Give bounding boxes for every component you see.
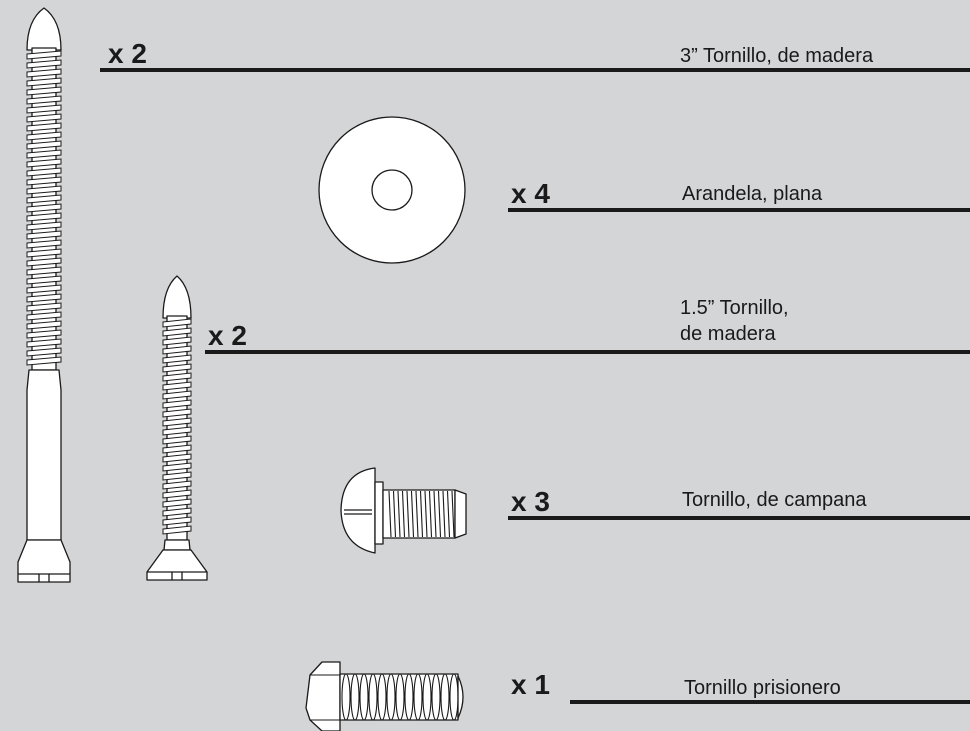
leader-line-wood-screw-1-5in [205,350,970,354]
leader-line-set-screw [570,700,970,704]
label-wood-screw-1-5in-line2: de madera [680,323,776,345]
set-screw-illustration [305,661,464,731]
label-wood-screw-1-5in-line1: 1.5” Tornillo, [680,297,789,319]
bell-screw-illustration [340,467,467,554]
quantity-bell-screw: x 3 [511,486,550,517]
wood-screw-1-5in-illustration [146,275,208,581]
quantity-set-screw: x 1 [511,669,550,700]
label-wood-screw-3in: 3” Tornillo, de madera [680,45,874,67]
quantity-washer: x 4 [511,178,550,209]
wood-screw-3in-illustration [17,7,71,583]
flat-washer-illustration [318,116,466,264]
label-set-screw: Tornillo prisionero [684,677,841,699]
leader-line-washer [508,208,970,212]
leader-line-wood-screw-3in [100,68,970,72]
leader-line-bell-screw [508,516,970,520]
label-washer: Arandela, plana [682,183,823,205]
label-bell-screw: Tornillo, de campana [682,489,867,511]
quantity-wood-screw-1-5in: x 2 [208,320,247,351]
quantity-wood-screw-3in: x 2 [108,38,147,69]
